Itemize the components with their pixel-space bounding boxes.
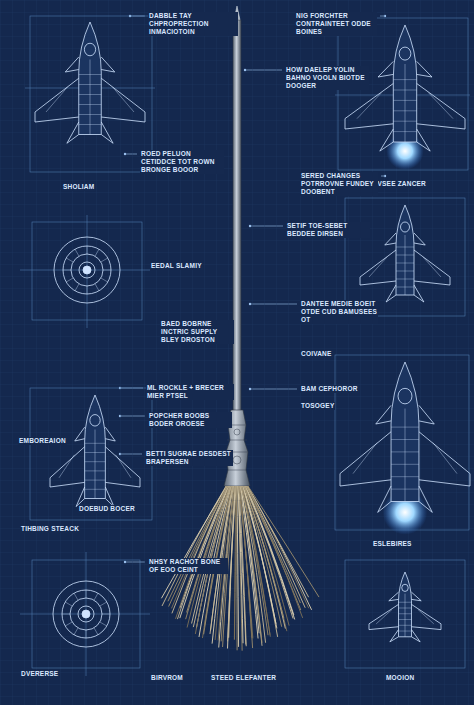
spaceship (369, 572, 441, 642)
blueprint-label: POPCHER BOOBS BODER OROESE (148, 412, 232, 428)
blueprint-label: BAM CEPHOROR (300, 385, 359, 393)
blueprint-label: DABBLE TAY CHPROPRECTION INMACIOTOIN (148, 12, 238, 36)
blueprint-label: HOW DAELEP YOLIN BAHNO VOOLN BIOTDE DOOG… (285, 66, 369, 90)
spaceship (35, 22, 145, 143)
radar-target (53, 581, 119, 647)
blueprint-label: TOSOGEY (300, 402, 335, 410)
blueprint-label: DVERERSE (20, 670, 59, 678)
spaceship (50, 395, 140, 507)
blueprint-label: SHOLIAM (62, 183, 95, 191)
blueprint-label: EEDAL SLAMIY (150, 262, 203, 270)
blueprint-label: COIVANE (300, 350, 333, 358)
blueprint-label: BETTI SUGRAE DESDEST BRAPERSEN (145, 450, 233, 466)
blueprint-label: BAED BOBRNE INCTRIC SUPPLY BLEY DROSTON (160, 320, 234, 344)
blueprint-label: SERED CHANGES POTRROVNE FUNDEY DOOBENT (300, 172, 378, 196)
spaceship (340, 362, 470, 535)
blueprint-label: DOEBUD BOCER (78, 505, 136, 513)
spaceship (345, 25, 465, 170)
spaceship-drawings (35, 22, 470, 647)
blueprint-label: NIG FORCHTER CONTRAINTEET ODDE BOINES (295, 12, 377, 36)
blueprint-label: SETIF TOE-SEBET BEDDEE DIRSEN (286, 222, 370, 238)
blueprint-label: ML ROCKLE + BRECER MIER PTSEL (146, 384, 234, 400)
blueprint-label: TIHBING STEACK (20, 525, 80, 533)
blueprint-label: ESLEBIRES (372, 540, 413, 548)
blueprint-label: EMBOREAION (18, 437, 67, 445)
frame-boxes (20, 16, 470, 676)
blueprint-label: ROED PELUON CETIDDCE TOT ROWN BRONGE BOO… (140, 150, 224, 174)
blueprint-label: STEED ELEFANTER (210, 674, 277, 682)
blueprint-label: DANTEE MEDIE BOEIT OTDE CUD BAMUSEES OT (300, 300, 378, 324)
blueprint-label: NHSY RACHOT BONE OF EOO CEINT (148, 558, 228, 574)
radar-target (54, 237, 120, 303)
spaceship (360, 205, 450, 302)
blueprint-label: SVSEE ZANCER (372, 180, 427, 188)
blueprint-label: BIRVROM (150, 674, 184, 682)
blueprint-label: MOOION (385, 674, 415, 682)
